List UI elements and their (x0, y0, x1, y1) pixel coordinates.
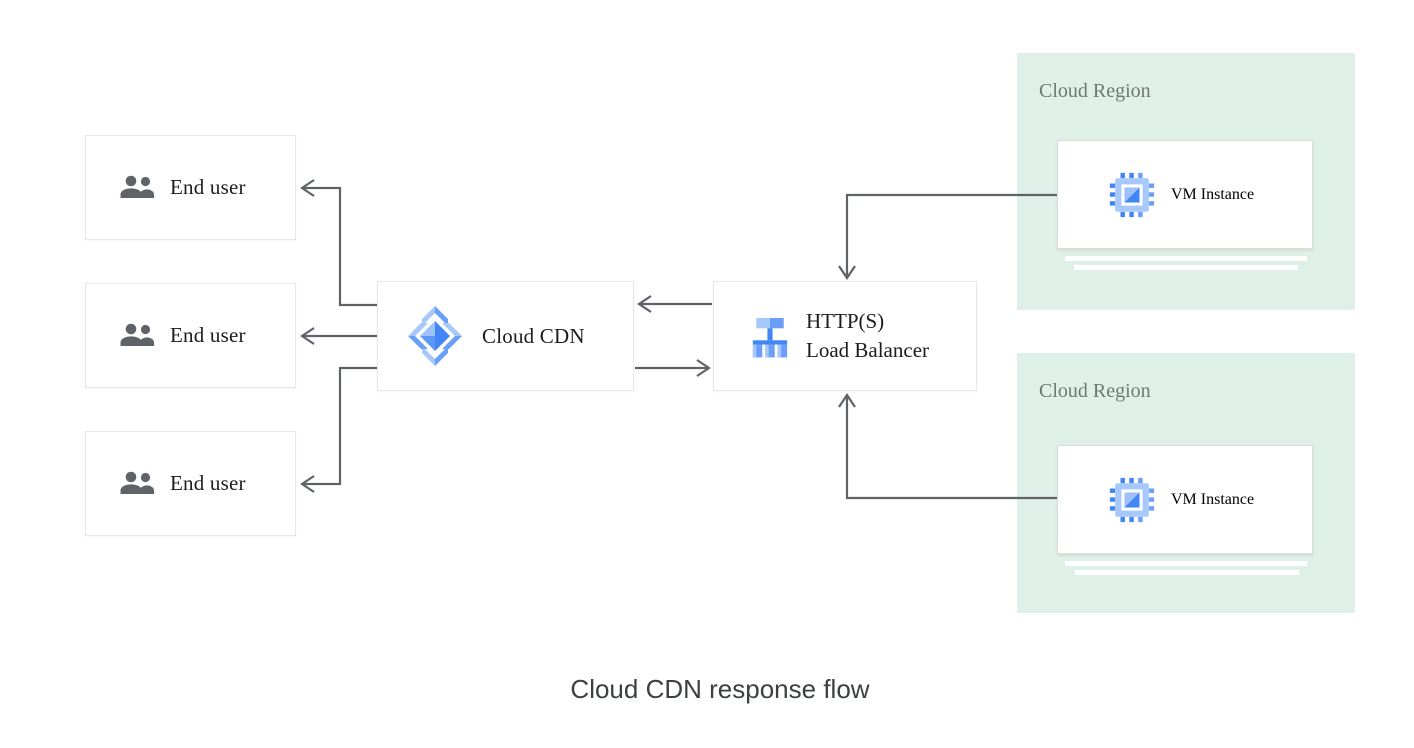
cloud-region-label: Cloud Region (1039, 380, 1151, 402)
people-icon (119, 173, 159, 203)
end-user-label: End user (170, 323, 246, 347)
cloud-region-panel-2: Cloud Region (1017, 353, 1355, 613)
stacked-card-line (1065, 256, 1307, 261)
cloud-region-label: Cloud Region (1039, 80, 1151, 102)
vm-instance-node-1: VM Instance (1057, 140, 1313, 249)
vm-instance-label: VM Instance (1171, 490, 1255, 508)
compute-engine-chip-icon (1109, 477, 1155, 523)
load-balancer-node: HTTP(S) Load Balancer (713, 281, 977, 391)
load-balancer-label-line2: Load Balancer (806, 338, 930, 362)
load-balancer-label-line1: HTTP(S) (806, 309, 885, 333)
stacked-card-line (1065, 561, 1307, 566)
edge-cdn-to-end-user-2 (300, 327, 378, 345)
people-icon (119, 469, 159, 499)
end-user-label: End user (170, 175, 246, 199)
end-user-node-2: End user (85, 283, 296, 388)
cloud-cdn-node: Cloud CDN (377, 281, 634, 391)
load-balancer-label: HTTP(S) Load Balancer (806, 307, 929, 365)
edge-vm2-to-lb (838, 393, 1057, 500)
end-user-node-1: End user (85, 135, 296, 240)
stacked-card-line (1074, 265, 1298, 270)
end-user-node-3: End user (85, 431, 296, 536)
cloud-cdn-label: Cloud CDN (482, 323, 585, 348)
diagram-caption: Cloud CDN response flow (570, 674, 870, 704)
cloud-cdn-icon (407, 305, 463, 367)
vm-instance-node-2: VM Instance (1057, 445, 1313, 554)
edge-cdn-to-end-user-3 (300, 366, 378, 493)
edge-vm1-to-lb (838, 193, 1057, 280)
edge-lb-to-cdn (637, 295, 712, 313)
end-user-label: End user (170, 471, 246, 495)
compute-engine-chip-icon (1109, 172, 1155, 218)
vm-instance-label: VM Instance (1171, 185, 1255, 203)
people-icon (119, 321, 159, 351)
edge-cdn-to-end-user-1 (300, 179, 378, 307)
stacked-card-line (1075, 570, 1299, 575)
edge-cdn-to-lb (635, 359, 711, 377)
cloud-region-panel-1: Cloud Region (1017, 53, 1355, 310)
load-balancer-icon (746, 310, 794, 362)
